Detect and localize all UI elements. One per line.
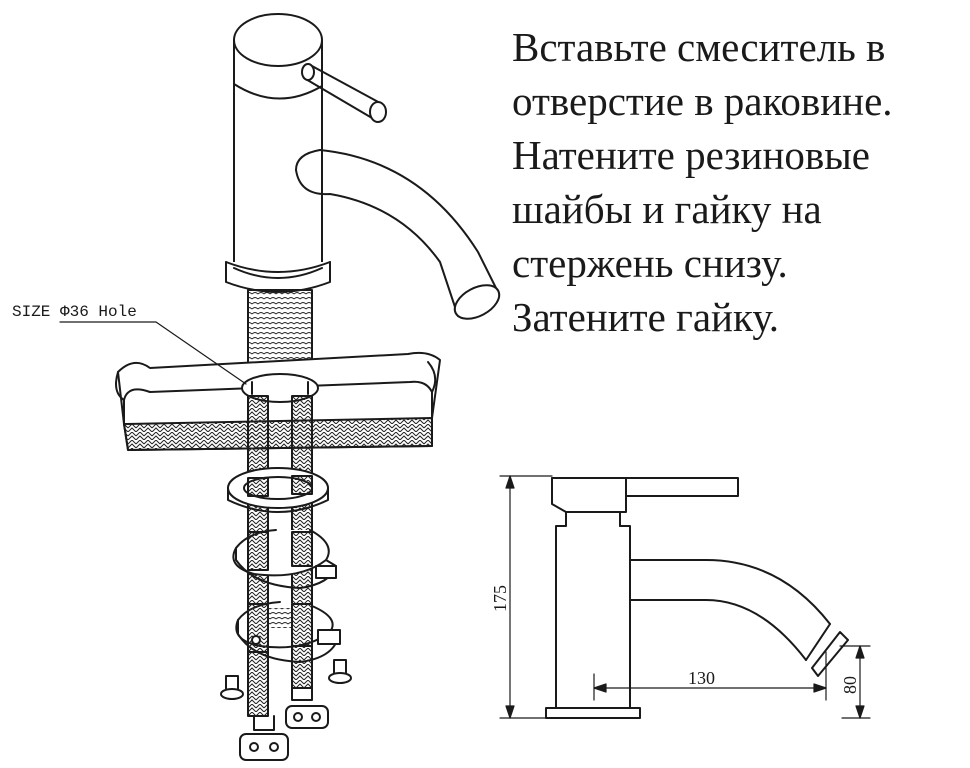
instruction-line: Затените гайку.	[512, 294, 779, 340]
reach-dimension-label: 130	[688, 668, 715, 688]
hole-size-label: SIZE Φ36 Hole	[12, 303, 137, 321]
dimension-lines	[499, 475, 871, 719]
faucet-lever	[301, 63, 387, 123]
instruction-line: стержень снизу.	[512, 240, 788, 286]
hose-fittings	[239, 687, 329, 761]
instruction-line: Вставьте смеситель в	[512, 24, 886, 70]
rubber-washer	[227, 467, 329, 513]
instruction-line: Натените резиновые	[512, 132, 870, 178]
height-dimension-label: 175	[490, 585, 510, 612]
mounting-screws	[220, 659, 352, 700]
fixing-nut	[235, 601, 341, 663]
faucet-body	[225, 13, 331, 293]
faucet-spout	[295, 149, 501, 320]
sink-countertop	[115, 351, 441, 451]
instruction-line: шайбы и гайку на	[512, 186, 822, 232]
side-view-faucet	[545, 477, 849, 719]
spout-height-dimension-label: 80	[840, 676, 860, 694]
instruction-line: отверстие в раковине.	[512, 78, 893, 124]
installation-instructions: Вставьте смеситель в отверстие в раковин…	[512, 20, 964, 344]
horseshoe-washer	[232, 529, 337, 589]
hole-label-leader	[59, 321, 247, 385]
